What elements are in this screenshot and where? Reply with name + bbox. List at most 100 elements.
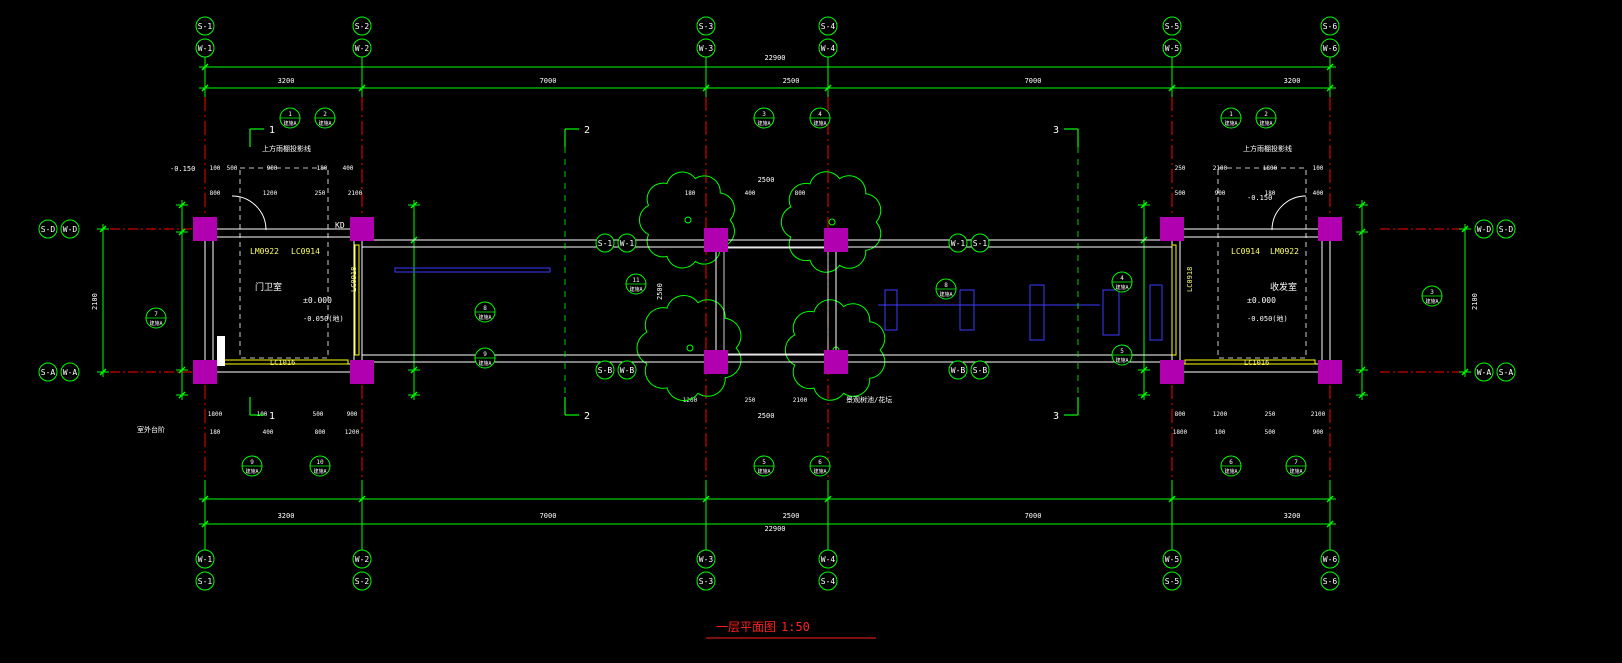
local-dim-3: 900 (267, 165, 278, 172)
detail-tag-1-ref: 建施A (283, 120, 296, 127)
detail-tag-10-num: 10 (316, 459, 324, 466)
detail-tag-extra-5-ref: 建施A (1115, 357, 1128, 364)
dim-right-inner2-tick-2 (1140, 366, 1148, 374)
dim-left-inner2-tick-3 (410, 391, 418, 399)
window-bottom-1 (1184, 359, 1316, 365)
axis-bot-2-lower-label: S-2 (355, 577, 370, 586)
left-note-level: -0.150 (170, 165, 195, 173)
local-dim-18: 250 (1175, 165, 1186, 172)
dim-left-inner-tick-1 (178, 228, 186, 236)
column-11 (824, 350, 848, 374)
dim-right-inner-tick-1 (1358, 228, 1366, 236)
axis-cl-2-b-circle (617, 360, 637, 380)
local-dim-1: 100 (210, 165, 221, 172)
axis-left-1-a-circle (38, 219, 58, 239)
dim-right-inner2-tick-3 (1140, 391, 1148, 399)
gate-panel-4 (884, 289, 898, 331)
axis-bot-2-lower-circle (352, 571, 372, 591)
axis-bot-3-lower-label: S-3 (699, 577, 714, 586)
detail-tag-5-num: 5 (762, 459, 766, 466)
local-dim-31: 100 (1215, 429, 1226, 436)
axis-bot-4-lower-circle (818, 571, 838, 591)
center-pavilion (715, 239, 837, 363)
column-4 (1160, 217, 1184, 241)
axis-bot-1-upper-label: W-1 (198, 555, 213, 564)
detail-tag-extra-9-num: 9 (483, 351, 487, 358)
detail-tag-extra-3-num: 3 (1430, 289, 1434, 296)
seg-dim-bot-3: 2500 (783, 512, 800, 520)
local-dim-10: 1800 (208, 411, 223, 418)
axis-cl-1-a-circle (595, 233, 615, 253)
detail-tag-extra-3-ref: 建施A (1425, 298, 1438, 305)
local-dim-24: 180 (1265, 190, 1276, 197)
detail-tag-11-ref: 建施A (629, 286, 642, 293)
local-dim-33: 900 (1313, 429, 1324, 436)
gate-panel-3 (1149, 284, 1163, 341)
axis-bot-6-upper-label: W-6 (1323, 555, 1338, 564)
axis-cl-1-a-label: S-1 (598, 239, 613, 248)
axis-cl-2-a-label: S-B (598, 366, 613, 375)
left-mark-kd: KD (335, 221, 345, 230)
detail-tags: 1建施A2建施A3建施A4建施A5建施A6建施A7建施A8建施A9建施A10建施… (145, 107, 1443, 477)
left-window-bottom: LC1016 (270, 359, 295, 367)
axis-bot-1-lower-label: S-1 (198, 577, 213, 586)
dim-left-outer-tick-0 (99, 225, 107, 233)
local-dim-21: 100 (1313, 165, 1324, 172)
gate-panel-0 (959, 289, 975, 331)
axis-bot-2-upper-label: W-2 (355, 555, 370, 564)
center-dim-bottom: 2500 (758, 412, 775, 420)
detail-tag-7-num: 7 (154, 311, 158, 318)
section-2-label-bot: 2 (584, 411, 590, 422)
tree-sw-trunk (686, 344, 694, 352)
axis-cr-1-b-label: S-1 (973, 239, 988, 248)
axis-cl-1-b-label: W-1 (620, 239, 635, 248)
axis-bot-6-lower-circle (1320, 571, 1340, 591)
left-level2: -0.050(地) (303, 314, 344, 323)
tree-nw (639, 171, 735, 269)
tree-nw-trunk (684, 216, 692, 224)
axis-cr-2-a-label: W-B (951, 366, 966, 375)
axis-top-6-upper-circle (1320, 16, 1340, 36)
local-dim-25: 400 (1313, 190, 1324, 197)
right-level2: -0.050(地) (1247, 314, 1288, 323)
detail-tag-extra-8-num: 8 (944, 282, 948, 289)
detail-tag-9-num: 9 (250, 459, 254, 466)
section-2-label-top: 2 (584, 125, 590, 136)
section-1-label-top: 1 (269, 125, 275, 136)
axis-top-6-lower-label: W-6 (1323, 44, 1338, 53)
axis-right-1-b-circle (1496, 219, 1516, 239)
local-dim-38: 250 (745, 397, 756, 404)
column-7 (1318, 360, 1342, 384)
axis-right-2-a-circle (1474, 362, 1494, 382)
dim-right-inner-tick-3 (1358, 391, 1366, 399)
left-building-outer (204, 228, 363, 373)
axis-right-2-b-label: S-A (1499, 368, 1514, 377)
detail-tag-3-num: 3 (762, 111, 766, 118)
dim-left-inner-tick-3 (178, 391, 186, 399)
column-9 (824, 228, 848, 252)
local-dim-30: 1800 (1173, 429, 1188, 436)
detail-tag-10-ref: 建施A (313, 468, 326, 475)
section-3-label-top: 3 (1053, 125, 1059, 136)
detail-tag-9-ref: 建施A (245, 468, 258, 475)
detail-tag-4-num: 4 (818, 111, 822, 118)
dim-right-outer-tick-0 (1461, 225, 1469, 233)
axis-right-2-b-circle (1496, 362, 1516, 382)
detail-tag-extra-6-num: 6 (1229, 459, 1233, 466)
axis-bot-5-upper-label: W-5 (1165, 555, 1180, 564)
column-8 (704, 228, 728, 252)
axis-bot-4-upper-label: W-4 (821, 555, 836, 564)
gate-panel-1 (1029, 284, 1045, 341)
column-2 (193, 360, 217, 384)
left-window-side: LC0918 (350, 267, 358, 292)
axis-bot-5-lower-label: S-5 (1165, 577, 1180, 586)
axis-top-6-upper-label: S-6 (1323, 22, 1338, 31)
axis-top-5-upper-circle (1162, 16, 1182, 36)
local-dim-2: 500 (227, 165, 238, 172)
detail-tag-extra-2-num: 2 (1264, 111, 1268, 118)
column-10 (704, 350, 728, 374)
overall-dimension-top: 22900 (764, 54, 785, 62)
center-dim-top: 2500 (758, 176, 775, 184)
dim-right-inner-tick-0 (1358, 201, 1366, 209)
